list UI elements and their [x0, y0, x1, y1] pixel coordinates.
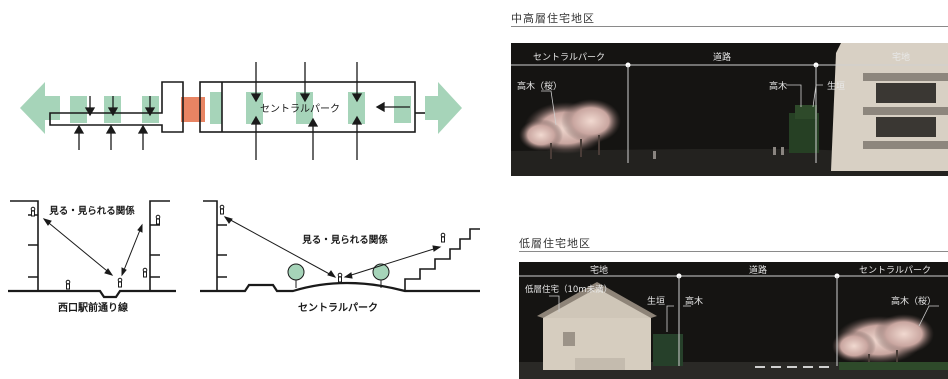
green-block — [296, 92, 313, 124]
section-street-relation-label: 見る・見られる関係 — [48, 205, 135, 217]
green-block — [394, 96, 411, 123]
annotation-hedge: 生垣 — [647, 295, 665, 307]
section-street: 見る・見られる関係 西口駅前通り線 — [8, 200, 176, 314]
section-park-relation-label: 見る・見られる関係 — [301, 234, 388, 246]
green-block — [246, 92, 263, 124]
annotation-hedge: 生垣 — [827, 80, 845, 92]
night-section-panel-bottom: 宅地 道路 セントラルパーク 低層住宅（10m未満） 生垣 高木 高木（桜） — [519, 262, 948, 379]
section-title-lowrise: 低層住宅地区 — [519, 237, 591, 250]
orange-block — [181, 97, 205, 122]
annotation-low-rise-house: 低層住宅（10m未満） — [525, 284, 612, 295]
title-rule — [519, 251, 948, 252]
header-label-residential-lot: 宅地 — [892, 51, 910, 63]
section-park: 見る・見られる関係 セントラルパーク — [200, 200, 480, 314]
night-section-panel-top: セントラルパーク 道路 宅地 高木（桜） 高木 生垣 — [511, 43, 948, 176]
header-label-road: 道路 — [749, 264, 767, 276]
header-label-central-park: セントラルパーク — [859, 265, 931, 276]
section-street-caption: 西口駅前通り線 — [58, 301, 128, 314]
header-label-central-park: セントラルパーク — [533, 52, 605, 63]
right-arrow — [425, 82, 462, 134]
section-title-midrise: 中高層住宅地区 — [511, 12, 595, 25]
annotation-tall-tree: 高木 — [685, 295, 703, 307]
green-block — [348, 92, 365, 124]
street-outline — [49, 81, 425, 133]
green-block — [70, 96, 87, 123]
annotation-tall-tree: 高木 — [769, 80, 787, 92]
section-park-caption: セントラルパーク — [298, 302, 378, 314]
annotation-tall-tree-sakura: 高木（桜） — [891, 295, 936, 307]
night-scene-top: セントラルパーク 道路 宅地 高木（桜） 高木 生垣 — [511, 43, 948, 176]
night-scene-bottom: 宅地 道路 セントラルパーク 低層住宅（10m未満） 生垣 高木 高木（桜） — [519, 264, 948, 379]
green-block — [210, 92, 222, 124]
header-label-residential-lot: 宅地 — [590, 264, 608, 276]
title-rule — [511, 26, 948, 27]
header-label-road: 道路 — [713, 51, 731, 63]
plan-central-park-label: セントラルパーク — [260, 103, 340, 115]
plan-diagram: セントラルパーク — [20, 62, 462, 160]
access-arrows — [73, 62, 410, 160]
left-arrow — [20, 82, 60, 134]
annotation-tall-tree-sakura: 高木（桜） — [517, 80, 562, 92]
